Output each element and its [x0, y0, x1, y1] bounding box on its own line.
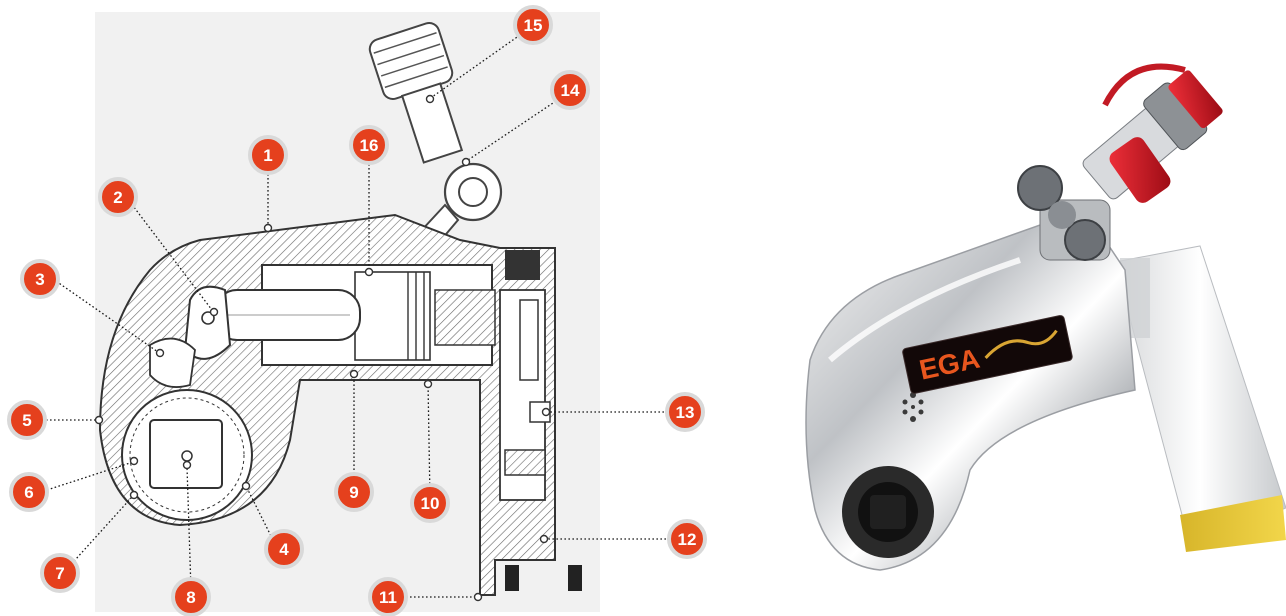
- hose-coupler-illustration: [368, 21, 503, 248]
- coupler-dust-cap: [1109, 137, 1171, 203]
- callout-11: 11: [368, 577, 408, 616]
- svg-text:3: 3: [35, 270, 44, 289]
- callout-5: 5: [7, 400, 47, 440]
- svg-text:16: 16: [360, 136, 379, 155]
- callout-15: 15: [513, 5, 553, 45]
- callout-14: 14: [550, 70, 590, 110]
- callout-2: 2: [98, 177, 138, 217]
- leader-lines: [42, 34, 670, 598]
- product-photo: EGA: [805, 63, 1286, 571]
- callout-8: 8: [171, 577, 211, 616]
- callout-12: 12: [667, 519, 707, 559]
- callout-4: 4: [264, 529, 304, 569]
- svg-text:1: 1: [263, 146, 272, 165]
- cross-section-drawing: [95, 12, 600, 612]
- svg-text:15: 15: [524, 16, 543, 35]
- svg-text:13: 13: [676, 403, 695, 422]
- callout-6: 6: [9, 472, 49, 512]
- reaction-arm: [1114, 245, 1286, 546]
- reaction-arm-gold-tip: [1180, 495, 1286, 552]
- svg-text:12: 12: [678, 530, 697, 549]
- callout-10: 10: [410, 483, 450, 523]
- callout-badges: 1 2 3 4 5 6 7 8 9 10 11 12 13 14 15: [7, 5, 707, 616]
- callout-16: 16: [349, 125, 389, 165]
- callout-13: 13: [665, 392, 705, 432]
- svg-text:9: 9: [349, 483, 358, 502]
- callout-7: 7: [40, 553, 80, 593]
- svg-text:2: 2: [113, 188, 122, 207]
- svg-text:10: 10: [421, 494, 440, 513]
- callout-1: 1: [248, 135, 288, 175]
- swivel-fitting: [1017, 165, 1111, 261]
- svg-text:11: 11: [379, 588, 397, 607]
- pawl: [149, 337, 196, 388]
- svg-text:8: 8: [186, 588, 195, 607]
- brand-logo: EGA: [902, 315, 1073, 394]
- svg-text:6: 6: [24, 483, 33, 502]
- svg-text:5: 5: [22, 411, 31, 430]
- svg-text:4: 4: [279, 540, 289, 559]
- svg-text:14: 14: [561, 81, 580, 100]
- coupler-strap: [1102, 63, 1186, 107]
- svg-text:7: 7: [55, 564, 64, 583]
- callout-9: 9: [334, 472, 374, 512]
- callout-3: 3: [20, 259, 60, 299]
- anchor-points: [94, 94, 551, 602]
